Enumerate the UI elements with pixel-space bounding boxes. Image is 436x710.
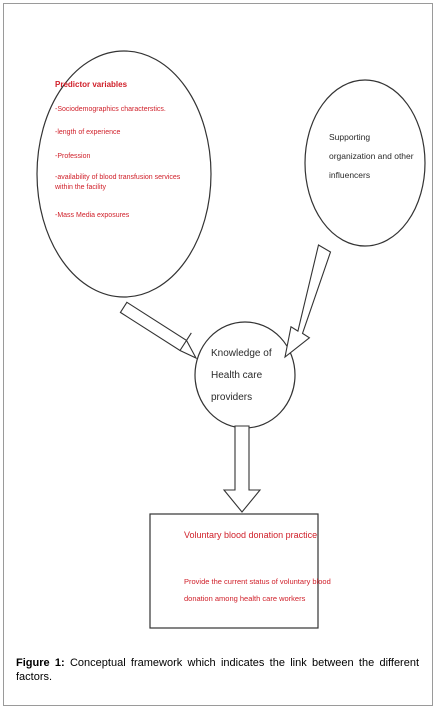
outcome-title: Voluntary blood donation practice — [184, 530, 318, 540]
predictor-item-experience: -length of experience — [55, 129, 121, 136]
caption-text: Conceptual framework which indicates the… — [16, 657, 420, 683]
knowledge-text: Knowledge of Health care providers — [211, 348, 272, 403]
supporting-circle — [304, 79, 426, 247]
arrow-supporting-to-knowledge — [284, 244, 332, 359]
predictor-title: Predictor variables — [55, 80, 128, 89]
predictor-item-profession: -Profession — [55, 153, 91, 160]
caption-label: Figure 1: — [16, 657, 65, 669]
arrow-predictor-to-knowledge — [119, 301, 198, 360]
predictor-item-sociodemographics: -Sociodemographics characterstics. — [55, 106, 166, 113]
figure-caption: Figure 1: Conceptual framework which ind… — [16, 656, 419, 684]
figure-frame — [3, 3, 433, 706]
supporting-text: Supporting organization and other influe… — [329, 132, 414, 180]
predictor-circle — [36, 50, 212, 298]
arrow-knowledge-to-outcome — [222, 425, 262, 513]
outcome-subtitle: Provide the current status of voluntary … — [184, 577, 331, 603]
predictor-item-transfusion-services: -availability of blood transfusion servi… — [55, 174, 181, 191]
outcome-box — [149, 513, 319, 629]
predictor-item-mass-media: -Mass Media exposures — [55, 212, 130, 219]
